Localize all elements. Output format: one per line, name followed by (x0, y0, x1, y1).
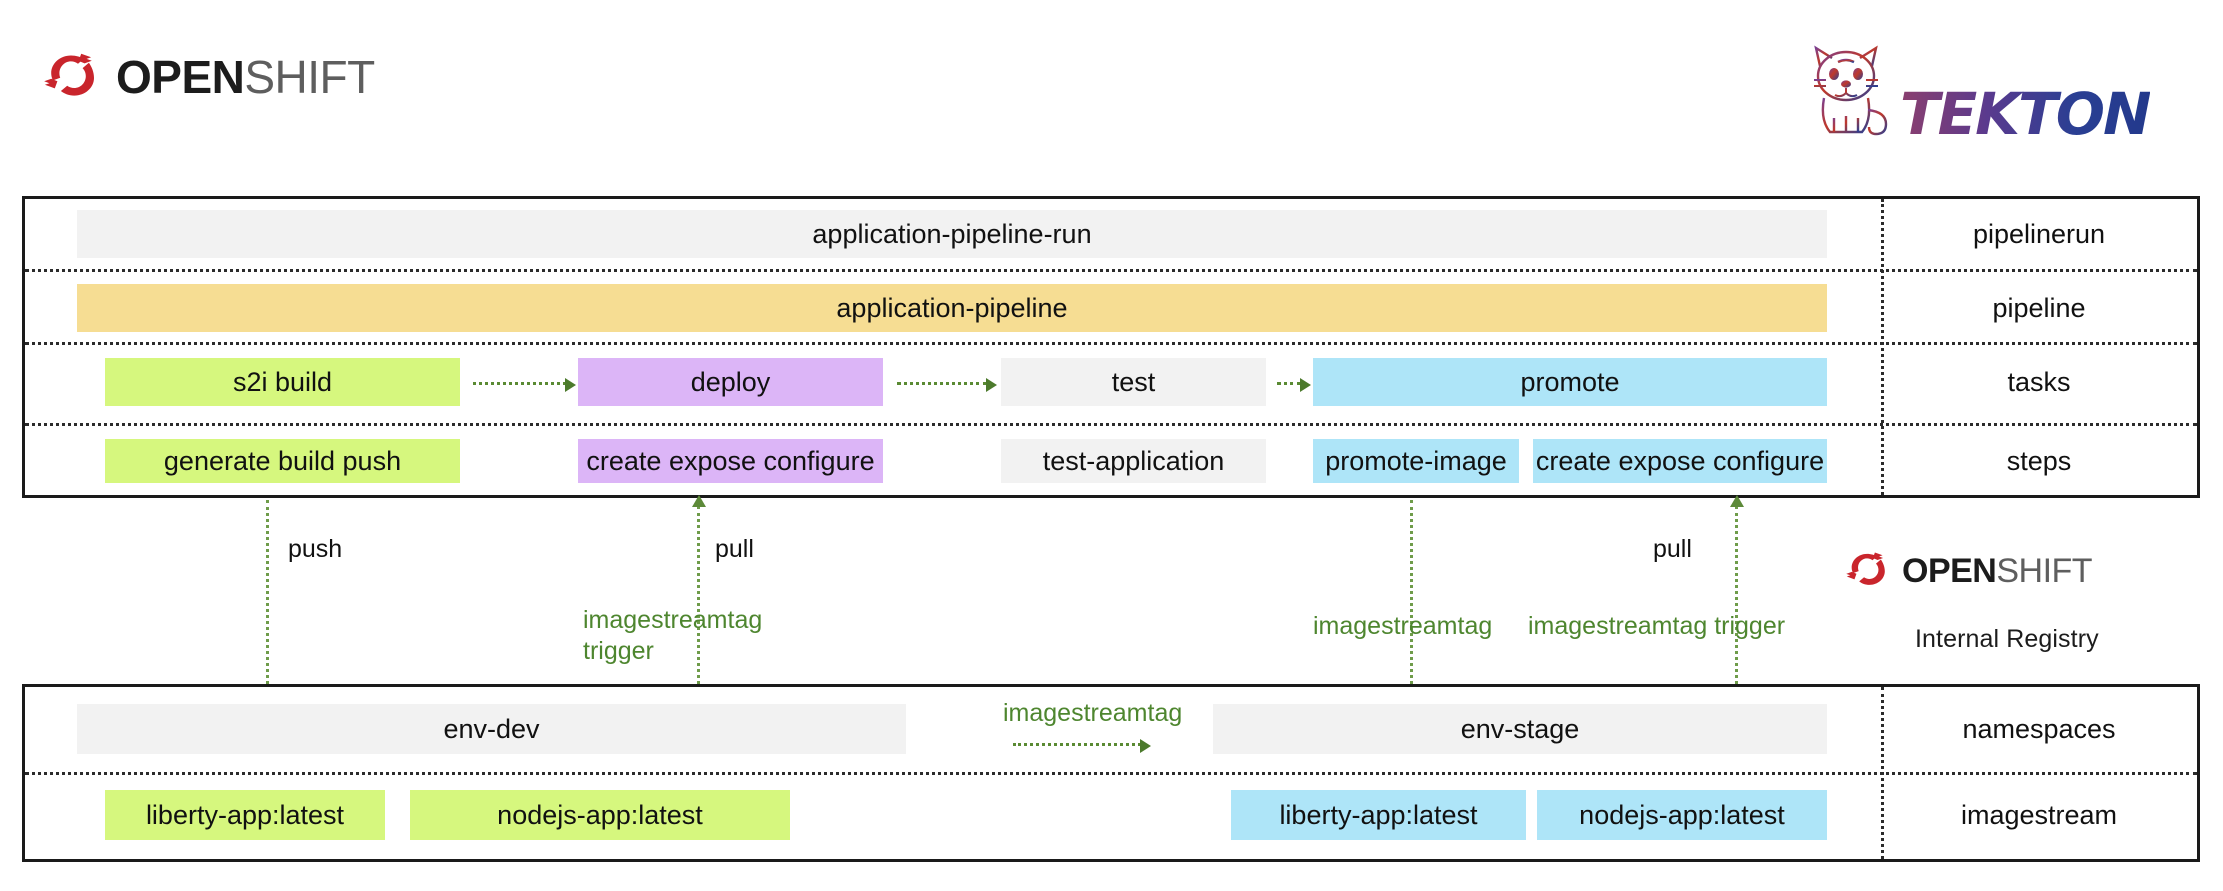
task-test[interactable]: test (1001, 358, 1266, 406)
row-separator-1 (25, 269, 2197, 272)
step-group-promote-deploy-label: create expose configure (1535, 445, 1825, 476)
step-group-test-label: test-application (1042, 445, 1225, 476)
connector-imagestreamtag-crossns-arrow (1013, 739, 1151, 753)
step-promote-image-label: promote-image (1325, 445, 1507, 476)
task-deploy-label: deploy (690, 366, 771, 397)
step-group-test[interactable]: test-application (1001, 439, 1266, 483)
registry-label-column-separator (1881, 687, 1884, 859)
connector-label-pull-stage: pull (1653, 535, 1692, 563)
namespace-env-stage-label: env-stage (1460, 713, 1580, 744)
registry-row-separator (25, 772, 2197, 775)
openshift-wordmark: OPENSHIFT (116, 54, 375, 100)
task-arrow-test-to-promote (1277, 378, 1311, 392)
pipelinerun-bar[interactable]: application-pipeline-run (77, 210, 1827, 258)
pipeline-table: application-pipeline-run pipelinerun app… (22, 196, 2200, 498)
registry-table: env-dev env-stage namespaces imagestream… (22, 684, 2200, 862)
step-group-promote-deploy[interactable]: create expose configure (1533, 439, 1827, 483)
row-label-tasks: tasks (2007, 366, 2071, 397)
openshift-word-light: SHIFT (244, 51, 375, 103)
connector-label-imagestreamtag-trigger-stage: imagestreamtag trigger (1528, 612, 1786, 640)
task-arrow-build-to-deploy (473, 378, 576, 392)
tekton-wordmark: TEKTON (1900, 80, 2152, 148)
istag-trigger-dev-line1: imagestreamtag (583, 606, 763, 634)
imagestream-dev-liberty[interactable]: liberty-app:latest (105, 790, 385, 840)
step-group-build[interactable]: generate build push (105, 439, 460, 483)
step-promote-image[interactable]: promote-image (1313, 439, 1519, 483)
tekton-logo: TEKTON (1800, 40, 2152, 148)
namespace-env-dev-label: env-dev (443, 713, 540, 744)
connector-label-pull-dev: pull (715, 535, 754, 563)
row-label-pipeline: pipeline (1992, 292, 2086, 323)
pipeline-bar[interactable]: application-pipeline (77, 284, 1827, 332)
openshift-logo-icon (1843, 548, 1891, 593)
openshift-logo-registry: OPENSHIFT (1843, 548, 2093, 593)
tekton-cat-icon (1800, 40, 1896, 145)
label-column-separator (1881, 199, 1884, 495)
namespace-env-stage[interactable]: env-stage (1213, 704, 1827, 754)
connector-pull-dev-line (692, 495, 706, 721)
openshift-word-bold: OPEN (116, 51, 245, 103)
connector-label-imagestreamtag-promote: imagestreamtag (1313, 612, 1493, 640)
connector-label-imagestreamtag-crossns: imagestreamtag (1003, 699, 1183, 727)
row-label-pipelinerun: pipelinerun (1972, 218, 2106, 249)
row-separator-3 (25, 423, 2197, 426)
namespace-env-dev[interactable]: env-dev (77, 704, 906, 754)
imagestream-stage-nodejs-label: nodejs-app:latest (1579, 799, 1785, 830)
row-label-steps: steps (2006, 445, 2072, 476)
imagestream-stage-liberty[interactable]: liberty-app:latest (1231, 790, 1526, 840)
openshift-logo-icon (40, 48, 102, 106)
task-s2i-build-label: s2i build (232, 366, 333, 397)
connector-pull-stage-line (1730, 495, 1744, 721)
connector-label-push: push (288, 535, 343, 563)
imagestream-dev-nodejs-label: nodejs-app:latest (497, 799, 703, 830)
step-group-deploy[interactable]: create expose configure (578, 439, 883, 483)
row-label-imagestream: imagestream (1960, 799, 2118, 830)
task-test-label: test (1111, 366, 1156, 397)
connector-label-imagestreamtag-trigger-dev: imagestreamtag trigger (583, 605, 783, 666)
openshift-word-light: SHIFT (1996, 551, 2093, 590)
row-label-namespaces: namespaces (1962, 713, 2116, 744)
openshift-word-bold: OPEN (1902, 551, 1997, 590)
task-promote[interactable]: promote (1313, 358, 1827, 406)
imagestream-dev-nodejs[interactable]: nodejs-app:latest (410, 790, 790, 840)
task-s2i-build[interactable]: s2i build (105, 358, 460, 406)
task-arrow-deploy-to-test (897, 378, 997, 392)
task-promote-label: promote (1520, 366, 1620, 397)
istag-trigger-dev-line2: trigger (583, 636, 654, 665)
pipelinerun-label: application-pipeline-run (812, 218, 1092, 249)
openshift-wordmark: OPENSHIFT (1902, 551, 2093, 590)
step-group-build-label: generate build push (163, 445, 402, 476)
openshift-logo-top: OPENSHIFT (40, 48, 375, 106)
imagestream-stage-liberty-label: liberty-app:latest (1279, 799, 1478, 830)
row-separator-2 (25, 342, 2197, 345)
step-group-deploy-label: create expose configure (586, 445, 875, 476)
registry-caption: Internal Registry (1915, 625, 2099, 653)
imagestream-stage-nodejs[interactable]: nodejs-app:latest (1537, 790, 1827, 840)
imagestream-dev-liberty-label: liberty-app:latest (145, 799, 345, 830)
pipeline-label: application-pipeline (836, 292, 1068, 323)
task-deploy[interactable]: deploy (578, 358, 883, 406)
